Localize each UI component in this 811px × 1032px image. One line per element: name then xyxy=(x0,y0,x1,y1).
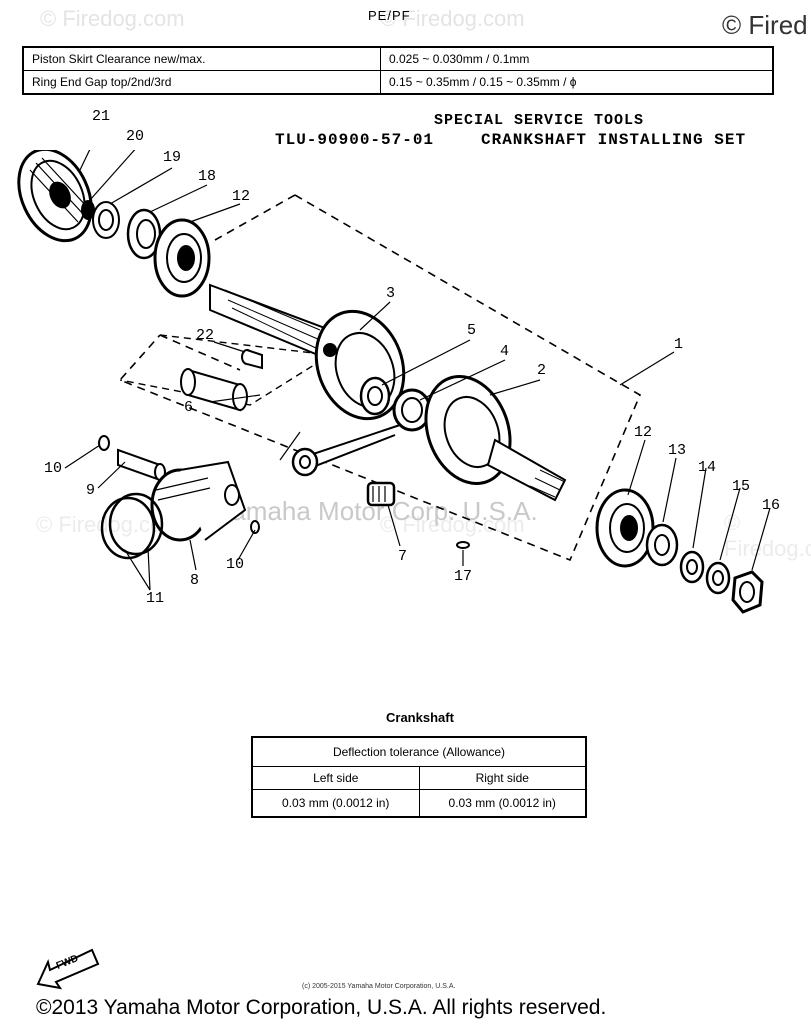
callout-17: 17 xyxy=(454,568,473,585)
firedog-watermark-corner: © Fired xyxy=(722,10,808,40)
tools-part-number: TLU-90900-57-01 xyxy=(275,131,435,149)
callout-10-right: 10 xyxy=(226,556,245,573)
bearing-right xyxy=(595,488,655,568)
callout-12: 12 xyxy=(232,188,251,205)
callout-21: 21 xyxy=(92,108,111,125)
callout-2: 2 xyxy=(537,362,547,379)
table-row: 0.03 mm (0.0012 in) 0.03 mm (0.0012 in) xyxy=(251,789,587,818)
assembly-outline xyxy=(118,194,642,562)
table-row: Ring End Gap top/2nd/3rd 0.15 ~ 0.35mm /… xyxy=(22,70,774,95)
callout-13: 13 xyxy=(668,442,687,459)
pin-outline xyxy=(119,334,333,406)
callout-4: 4 xyxy=(500,343,510,360)
callout-1: 1 xyxy=(674,336,684,353)
circlip-left xyxy=(98,435,110,451)
callout-3: 3 xyxy=(386,285,396,302)
nut xyxy=(731,570,764,614)
spec-value: 0.15 ~ 0.35mm / 0.15 ~ 0.35mm / ϕ xyxy=(380,70,774,95)
collar xyxy=(92,201,120,239)
callout-16: 16 xyxy=(762,497,781,514)
assembly-outline xyxy=(159,334,241,371)
tools-heading: SPECIAL SERVICE TOOLS xyxy=(434,112,645,129)
spec-label: Ring End Gap top/2nd/3rd xyxy=(22,70,381,95)
callout-19: 19 xyxy=(163,149,182,166)
piston-pin xyxy=(117,448,166,482)
deflection-table: Deflection tolerance (Allowance) Left si… xyxy=(251,736,587,818)
callout-6: 6 xyxy=(184,399,194,416)
needle-bearing xyxy=(359,376,391,416)
oil-seal-right xyxy=(645,523,679,567)
spec-table: Piston Skirt Clearance new/max. 0.025 ~ … xyxy=(22,46,774,95)
left-side-label: Left side xyxy=(251,766,420,790)
spec-label: Piston Skirt Clearance new/max. xyxy=(22,46,381,71)
yamaha-watermark: © Yamaha Motor Corp. U.S.A. xyxy=(190,496,538,526)
assembly-outline xyxy=(214,194,296,241)
firedog-watermark: © Firedog.com xyxy=(724,510,811,561)
table-row: Piston Skirt Clearance new/max. 0.025 ~ … xyxy=(22,46,774,71)
washer xyxy=(679,550,705,584)
crankshaft-caption: Crankshaft xyxy=(386,710,454,725)
flywheel-pulley xyxy=(17,150,93,243)
callout-15: 15 xyxy=(732,478,751,495)
spec-value: 0.025 ~ 0.030mm / 0.1mm xyxy=(380,46,774,71)
right-side-label: Right side xyxy=(418,766,587,790)
callout-14: 14 xyxy=(698,459,717,476)
callout-11: 11 xyxy=(146,590,165,607)
piston xyxy=(150,460,247,542)
copyright-main: ©2013 Yamaha Motor Corporation, U.S.A. A… xyxy=(36,996,607,1019)
callout-10-left: 10 xyxy=(44,460,63,477)
callout-22: 22 xyxy=(196,327,215,344)
pin xyxy=(241,349,263,370)
firedog-watermark: © Firedog.com xyxy=(380,512,525,537)
small-end-bearing xyxy=(366,481,396,507)
left-side-value: 0.03 mm (0.0012 in) xyxy=(251,789,420,818)
circlip-right xyxy=(250,520,260,534)
callout-9: 9 xyxy=(86,482,96,499)
table-row: Deflection tolerance (Allowance) xyxy=(251,736,587,767)
woodruff-key xyxy=(81,200,95,220)
callout-12-right: 12 xyxy=(634,424,653,441)
callout-18: 18 xyxy=(198,168,217,185)
crankshaft-right xyxy=(424,375,567,502)
callout-20: 20 xyxy=(126,128,145,145)
lock-washer xyxy=(705,561,731,595)
fwd-arrow-icon xyxy=(36,948,100,990)
table-row: Left side Right side xyxy=(251,766,587,790)
model-header: PE/PF xyxy=(368,8,411,23)
callout-5: 5 xyxy=(467,322,477,339)
tools-name: CRANKSHAFT INSTALLING SET xyxy=(481,131,747,149)
right-side-value: 0.03 mm (0.0012 in) xyxy=(418,789,587,818)
callout-7: 7 xyxy=(398,548,408,565)
firedog-watermark: © Firedog.com xyxy=(40,6,185,31)
piston-rings xyxy=(100,492,164,560)
firedog-watermark: © Firedog.com xyxy=(380,6,525,31)
deflection-header: Deflection tolerance (Allowance) xyxy=(251,736,587,767)
exploded-diagram xyxy=(17,150,771,614)
callout-8: 8 xyxy=(190,572,200,589)
key xyxy=(456,541,470,549)
copyright-small: (c) 2005-2015 Yamaha Motor Corporation, … xyxy=(302,983,456,990)
bearing-left xyxy=(153,218,211,298)
leader-lines xyxy=(64,150,771,591)
